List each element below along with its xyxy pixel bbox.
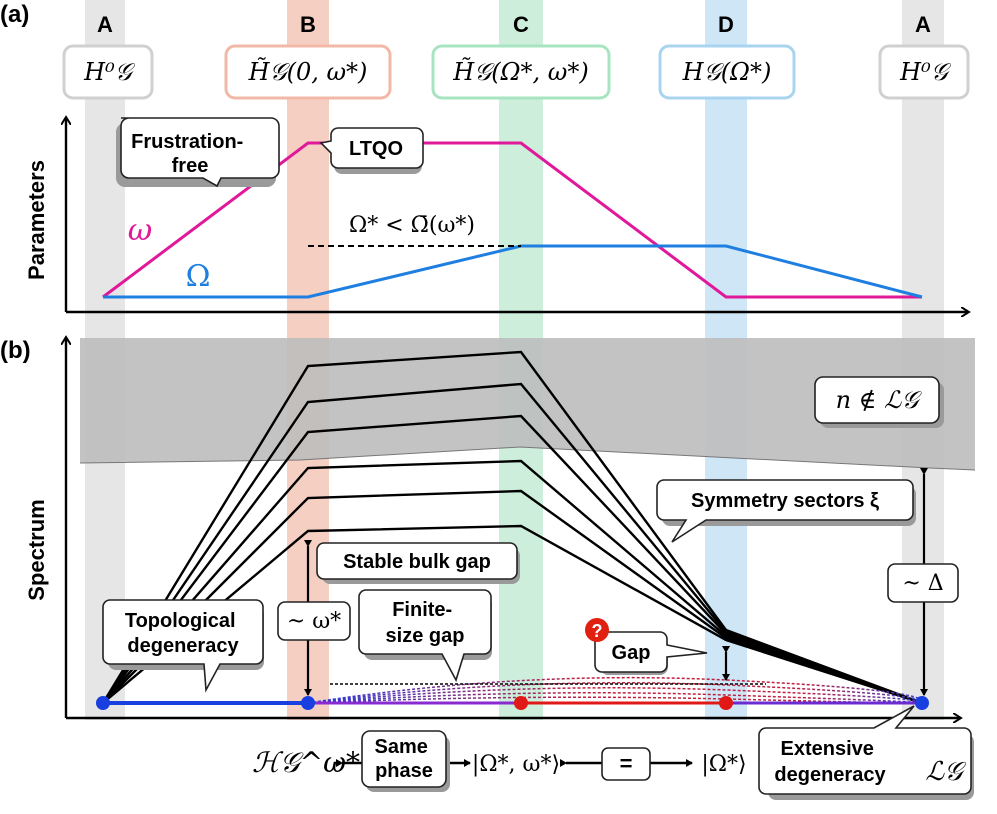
frustration-free-line-1: Frustration- xyxy=(131,131,243,153)
topological-line-1: Topological xyxy=(125,610,236,632)
finite-size-line-2: size gap xyxy=(386,625,465,647)
continuum-label: n ∉ ℒ𝒢 xyxy=(836,386,923,414)
equals-label: = xyxy=(620,751,633,776)
energy-level xyxy=(102,489,923,705)
finite-size-label: Finite- size gap xyxy=(386,599,465,647)
letter-C: C xyxy=(513,12,529,37)
frustration-free-line-2: free xyxy=(172,155,209,177)
energy-levels xyxy=(101,350,923,705)
hamiltonian-A-left: H⁰𝒢 xyxy=(83,58,136,86)
energy-level xyxy=(102,382,923,705)
ltqo-callout: LTQO xyxy=(319,127,424,174)
Omega-label: Ω xyxy=(186,259,211,294)
same-phase-line-2: phase xyxy=(375,760,433,782)
point-C xyxy=(514,696,528,710)
condition-label: Ω* < Ω̄(ω*) xyxy=(349,213,475,238)
point-B xyxy=(301,696,315,710)
ket-2: |Ω*⟩ xyxy=(701,752,746,777)
letter-D: D xyxy=(718,12,734,37)
stable-gap-label: Stable bulk gap xyxy=(343,551,491,573)
extensive-line-1: Extensive xyxy=(781,738,874,760)
omega-curve xyxy=(102,141,922,299)
continuum-label-box: n ∉ ℒ𝒢 xyxy=(814,376,944,428)
energy-level xyxy=(101,350,923,705)
axes-panel-a xyxy=(66,118,968,312)
stable-gap-callout: Stable bulk gap xyxy=(316,542,520,584)
topological-label: Topological degeneracy xyxy=(125,610,241,657)
L-G-label: ℒ𝒢 xyxy=(925,757,967,787)
point-A-left xyxy=(96,696,110,710)
finite-size-line-1: Finite- xyxy=(392,599,452,621)
hamiltonian-C: H̃𝒢(Ω*, ω*) xyxy=(452,58,588,86)
letter-A-right: A xyxy=(915,12,931,37)
extensive-label: Extensive degeneracy xyxy=(774,738,886,786)
hamiltonian-boxes: H⁰𝒢 H̃𝒢(0, ω*) H̃𝒢(Ω*, ω*) H𝒢(Ω*) H⁰𝒢 xyxy=(62,44,970,100)
hamiltonian-A-right: H⁰𝒢 xyxy=(899,58,952,86)
extensive-line-2: degeneracy xyxy=(774,764,886,786)
frustration-free-callout: Frustration- free xyxy=(116,117,280,188)
panel-a-tag: (a) xyxy=(0,1,29,28)
symmetry-label: Symmetry sectors ξ xyxy=(691,490,879,512)
question-icon xyxy=(585,618,609,642)
topological-callout: Topological degeneracy xyxy=(102,599,264,693)
bottom-row: ℋ𝒢^ω* Same phase |Ω*, ω*⟩ = |Ω*⟩ Extensi… xyxy=(252,705,974,800)
hamiltonian-D: H𝒢(Ω*) xyxy=(682,58,772,86)
axes-panel-b xyxy=(66,338,960,718)
energy-level xyxy=(102,414,923,705)
letter-A-left: A xyxy=(97,12,113,37)
ket-1: |Ω*, ω*⟩ xyxy=(472,752,560,777)
symmetry-callout: Symmetry sectors ξ xyxy=(656,479,916,543)
panel-b-tag: (b) xyxy=(0,337,31,364)
energy-level xyxy=(102,524,923,705)
hamiltonian-B: H̃𝒢(0, ω*) xyxy=(248,58,368,86)
gap-callout: Gap ? xyxy=(585,618,708,675)
omega-label: ω xyxy=(128,213,152,248)
same-phase-line-1: Same xyxy=(375,736,428,758)
topological-line-2: degeneracy xyxy=(127,635,239,657)
point-D xyxy=(719,696,733,710)
finite-size-callout: Finite- size gap xyxy=(358,589,492,683)
same-phase-label: Same phase xyxy=(375,736,434,782)
axis-label-parameters: Parameters xyxy=(24,160,49,280)
frustration-free-label: Frustration- free xyxy=(131,131,249,177)
gap-scale-A-label: ~ Δ xyxy=(902,571,943,596)
gap-scale-B-label: ~ ω* xyxy=(287,609,341,634)
gap-label: Gap xyxy=(612,642,651,664)
axis-label-spectrum: Spectrum xyxy=(24,499,49,600)
finite-size-gap-band xyxy=(307,676,924,704)
column-letters: A B C D A xyxy=(97,12,931,37)
point-A-right xyxy=(915,696,929,710)
energy-level xyxy=(102,459,923,705)
gap-scale-A-box: ~ Δ xyxy=(887,563,959,603)
letter-B: B xyxy=(300,12,316,37)
ltqo-label: LTQO xyxy=(349,138,403,160)
question-mark: ? xyxy=(592,621,603,641)
gap-scale-B-box: ~ ω* xyxy=(277,601,351,641)
